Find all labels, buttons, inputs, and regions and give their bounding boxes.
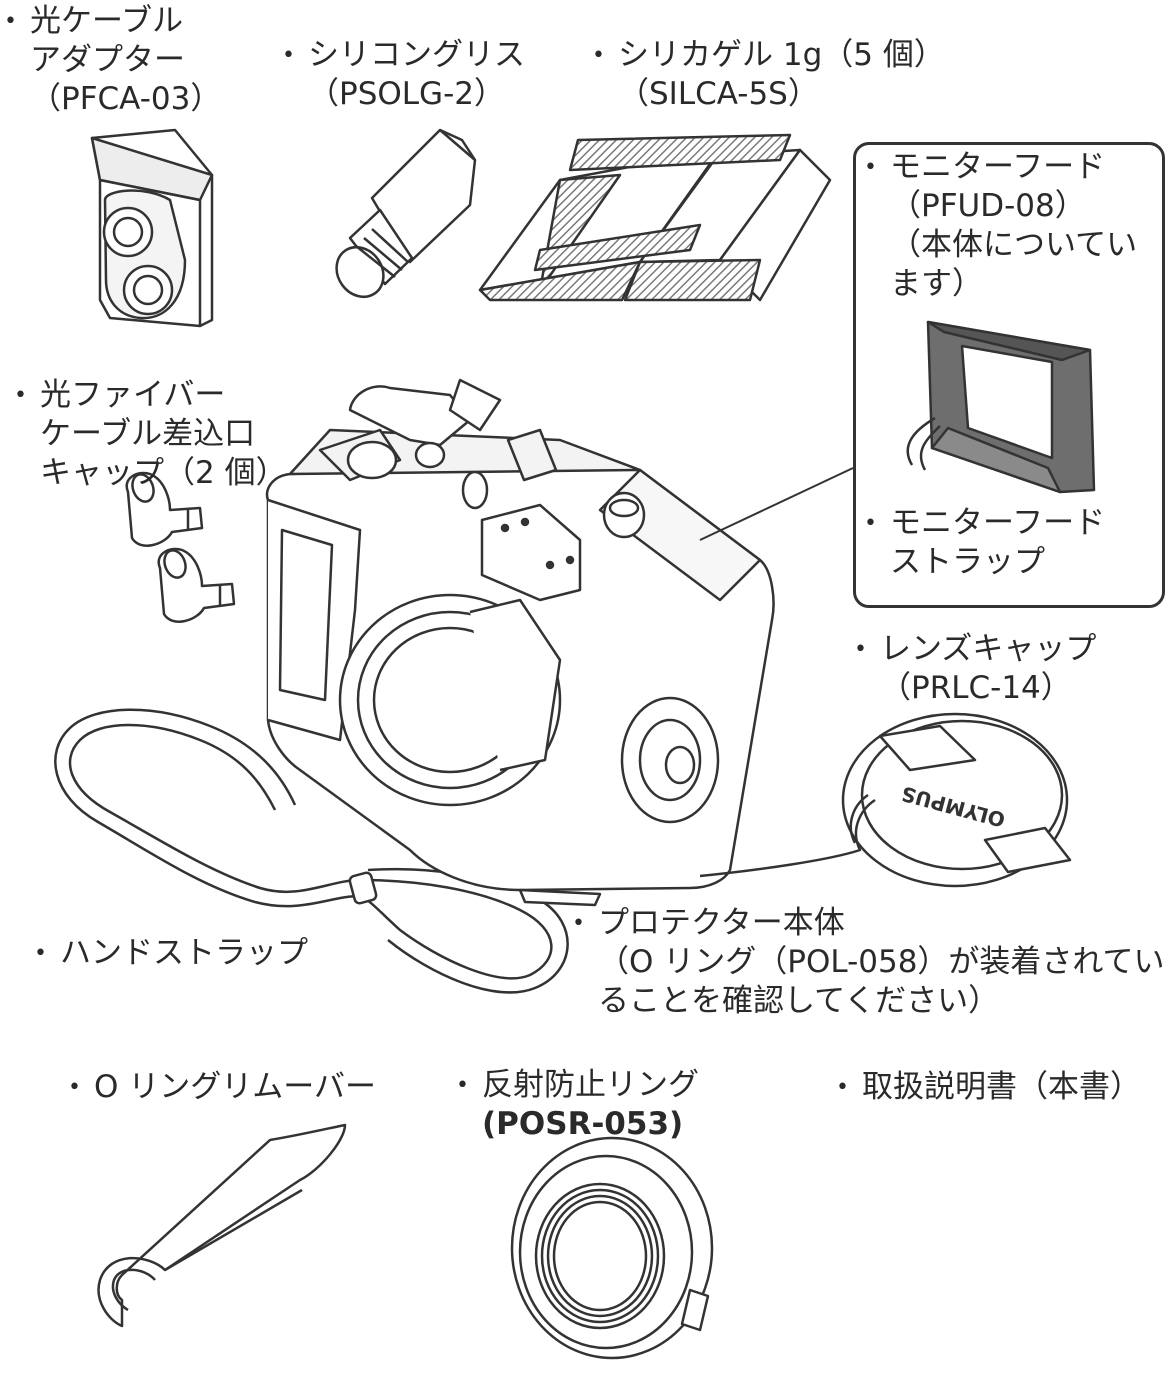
label-lens-cap: •レンズキャップ （PRLC-14） (854, 631, 1097, 706)
label-protector-body: •プロテクター本体 （O リング（POL-058）が装着されてい ることを確認し… (572, 905, 1165, 1019)
label-optical-cable-adapter: •光ケーブル アダプター （PFCA-03） (4, 3, 222, 117)
silicone-grease-drawing (335, 128, 477, 299)
label-anti-reflection-ring: •反射防止リング (POSR-053) (456, 1067, 699, 1142)
hood-leader-line (699, 467, 854, 541)
label-instruction-manual: •取扱説明書（本書） (836, 1069, 1141, 1105)
silica-gel-drawing (478, 133, 832, 302)
label-silica-gel: •シリカゲル 1g（5 個） （SILCA-5S） (592, 37, 945, 112)
lens-cap-drawing: OLYMPUS (699, 712, 1072, 888)
optical-cable-adapter-drawing (90, 128, 214, 328)
fiber-caps-drawing (125, 471, 236, 623)
label-oring-remover: •O リングリムーバー (68, 1069, 376, 1105)
protector-body-drawing (265, 378, 775, 907)
label-monitor-hood: •モニターフード （PFUD-08） （本体についてい ます） (864, 149, 1138, 302)
monitor-hood-drawing (906, 320, 1096, 494)
label-hand-strap: •ハンドストラップ (34, 935, 308, 971)
label-monitor-hood-strap: •モニターフード ストラップ (864, 505, 1106, 580)
label-silicone-grease: •シリコングリス （PSOLG-2） (282, 37, 525, 112)
oring-remover-drawing (97, 1123, 347, 1328)
monitor-hood-callout-box (853, 142, 1165, 608)
anti-reflection-ring-drawing (510, 1136, 714, 1360)
label-fiber-caps: •光ファイバー ケーブル差込口 キャップ（2 個） (14, 377, 287, 491)
